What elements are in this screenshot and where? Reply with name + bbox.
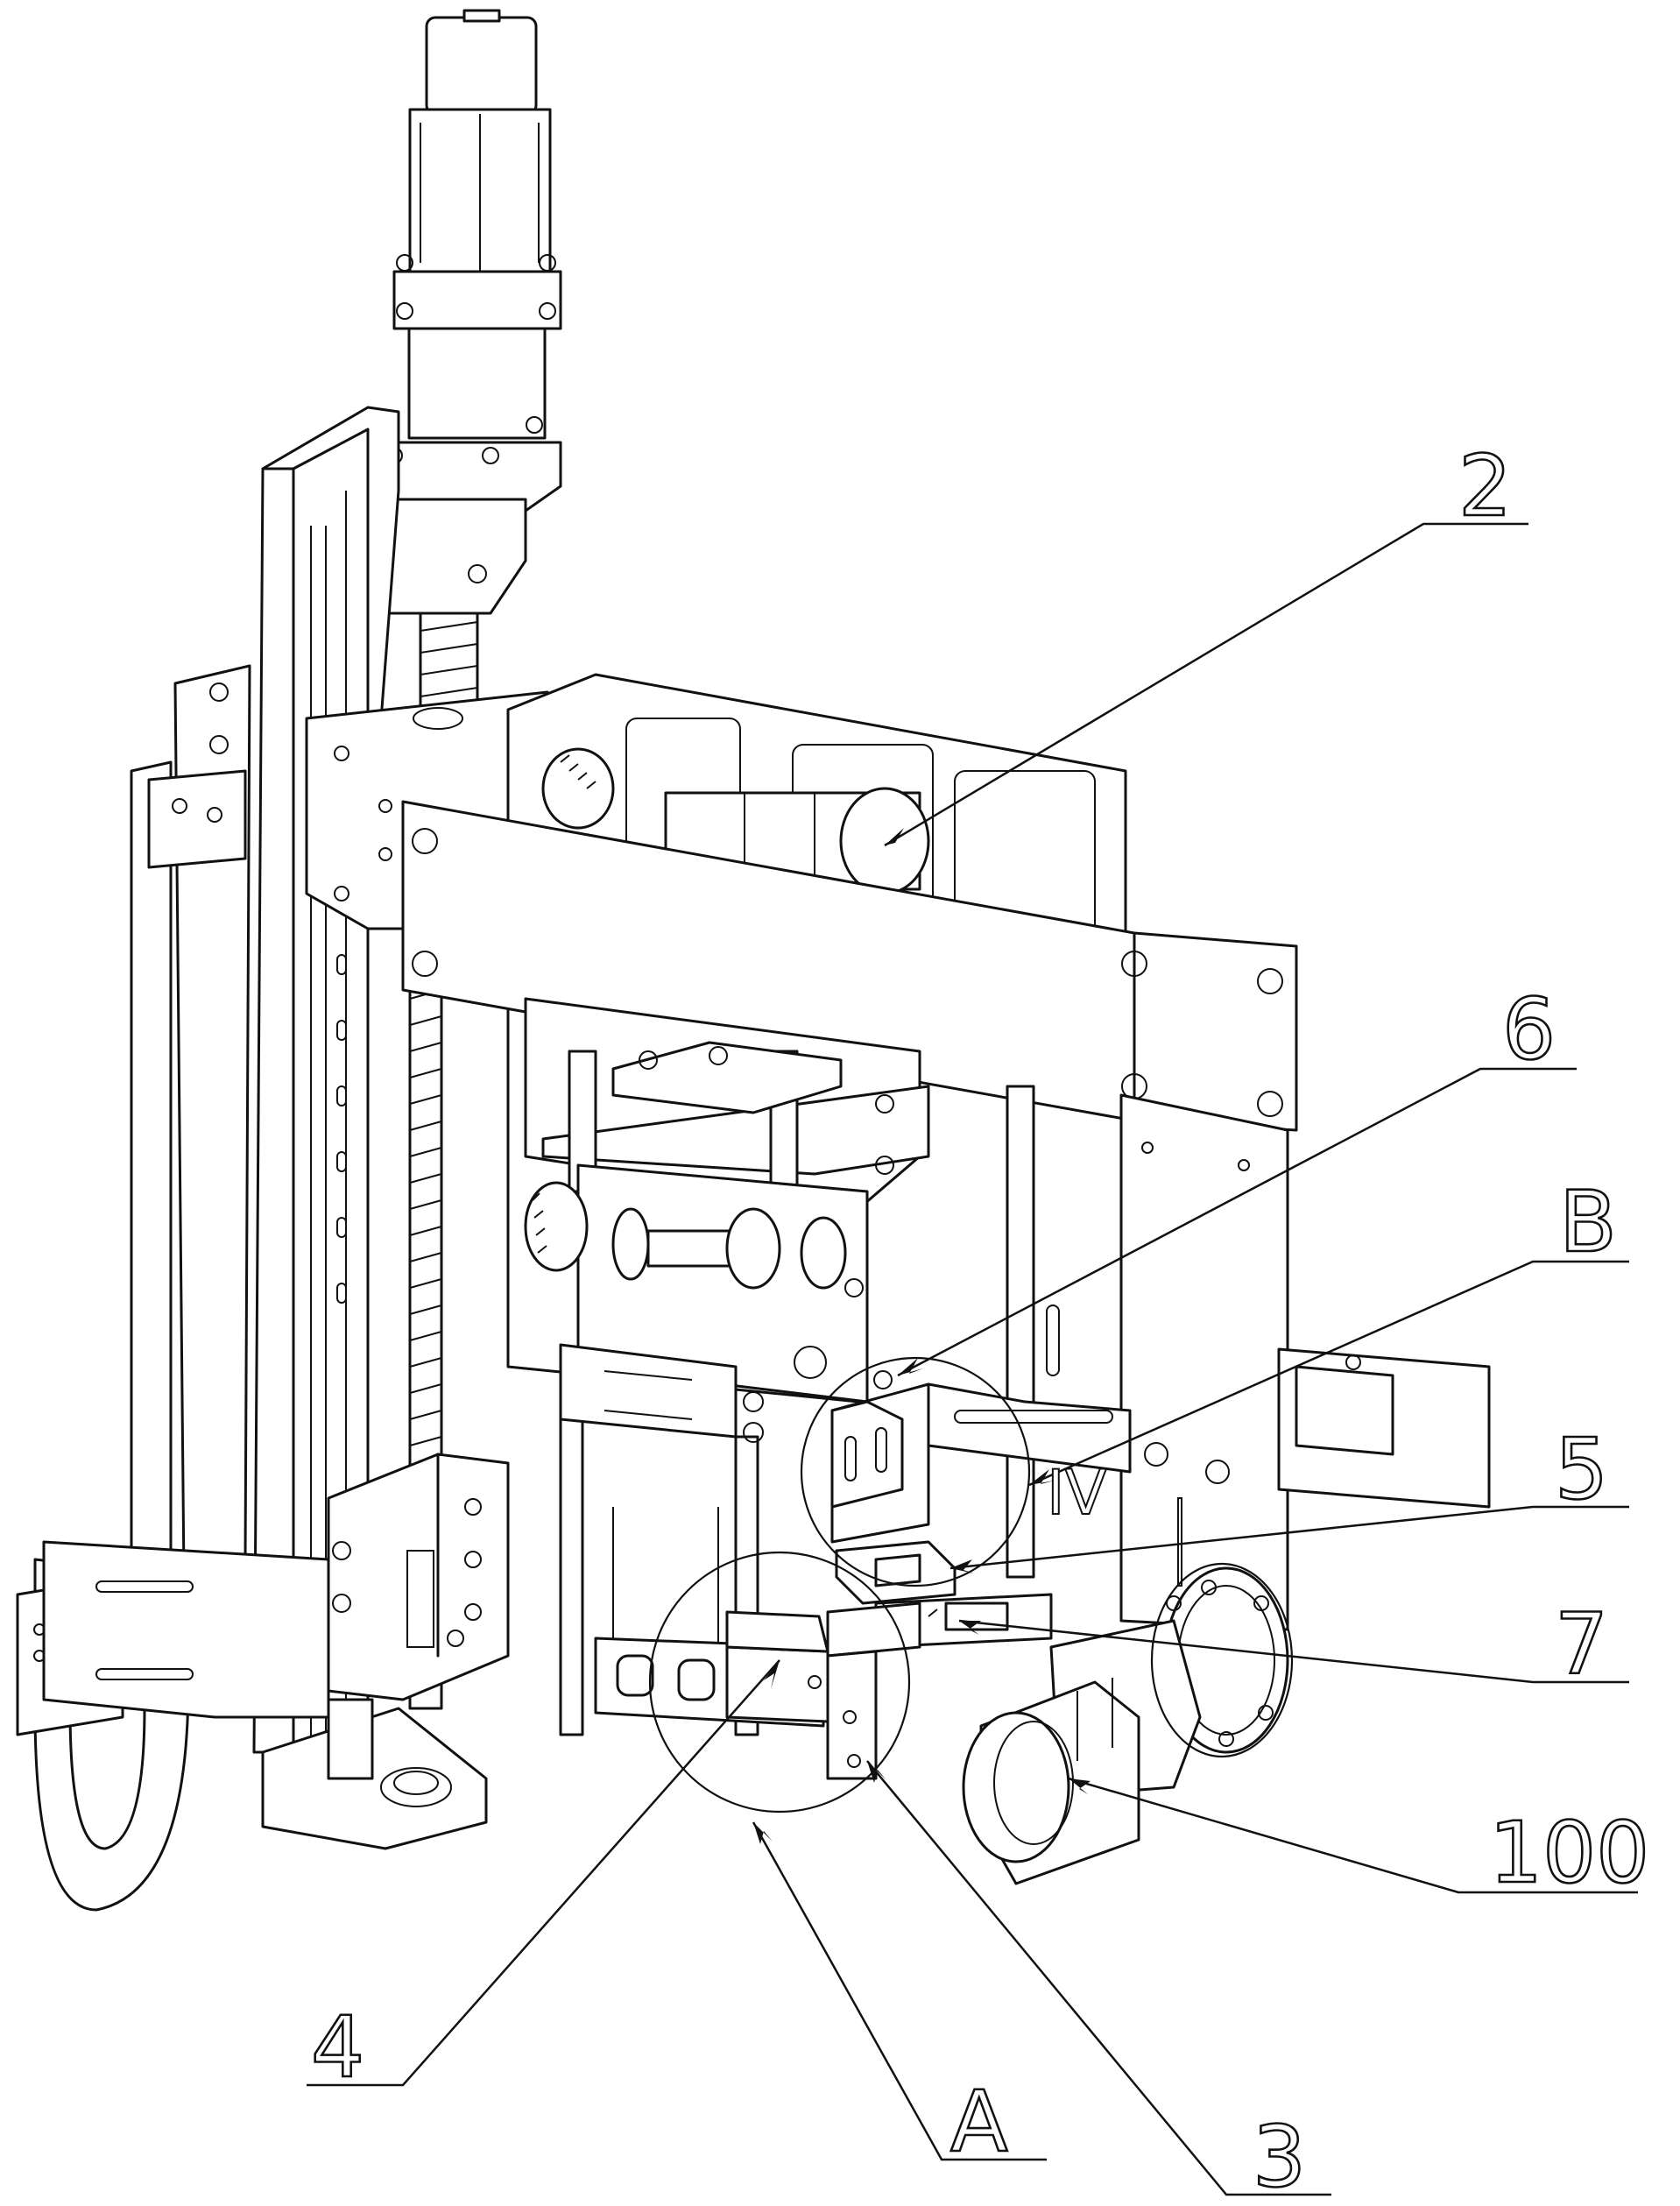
callout-label-7: 7 xyxy=(1555,1595,1608,1693)
callout-label-4: 4 xyxy=(311,1998,364,2096)
view-label-iv: IV xyxy=(1047,1457,1107,1529)
gripper-part-6 xyxy=(830,1370,930,1544)
callout-label-5: 5 xyxy=(1555,1420,1608,1518)
clamp-bracket xyxy=(559,1343,764,1443)
arrowheads xyxy=(753,828,1091,1844)
screw-nut-block xyxy=(327,1453,510,1701)
callout-label-b: B xyxy=(1559,1173,1617,1271)
callout-label-6: 6 xyxy=(1502,980,1556,1078)
motor-outline-circle xyxy=(1150,1562,1294,1758)
leader-lines xyxy=(307,522,1638,2196)
bottom-bearing-seat xyxy=(261,1698,488,1850)
detail-circle-a xyxy=(648,1551,911,1814)
gripper-part-4 xyxy=(725,1610,829,1723)
gear-shaft-assembly xyxy=(524,1163,869,1403)
detail-circle-b xyxy=(800,1356,1031,1587)
central-lift-frame xyxy=(524,997,930,1211)
side-rail-slide xyxy=(1277,1347,1491,1509)
gripper-part-3 xyxy=(808,1601,921,1780)
callout-label-3: 3 xyxy=(1253,2108,1306,2206)
gripper-part-5 xyxy=(835,1540,956,1605)
top-servo-motor xyxy=(331,9,562,615)
cable-drag-chain xyxy=(16,664,330,1912)
callout-label-100: 100 xyxy=(1489,1804,1649,1902)
drive-motor-100 xyxy=(962,1566,1289,1885)
callout-label-a: A xyxy=(950,2073,1008,2171)
callout-label-2: 2 xyxy=(1458,437,1512,535)
